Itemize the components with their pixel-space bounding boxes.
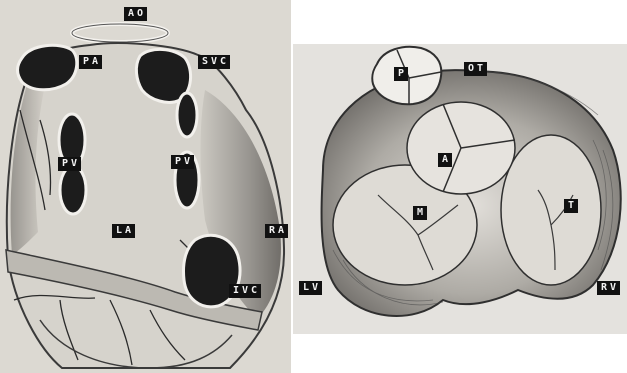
label-t: T xyxy=(564,199,578,213)
label-ot: OT xyxy=(464,62,487,76)
label-svc: SVC xyxy=(198,55,230,69)
valve-view-panel: P OT A M T LV RV xyxy=(293,0,627,373)
label-ivc: IVC xyxy=(229,284,261,298)
pulmonary-vein-right-upper xyxy=(177,93,197,137)
tricuspid-valve xyxy=(501,135,601,285)
pulmonary-artery-opening xyxy=(18,45,77,89)
label-m: M xyxy=(413,206,427,220)
label-ao: AO xyxy=(124,7,147,21)
label-ra: RA xyxy=(265,224,288,238)
label-rv: RV xyxy=(597,281,620,295)
label-pa: PA xyxy=(79,55,102,69)
label-p: P xyxy=(394,67,408,81)
label-pv-left: PV xyxy=(58,157,81,171)
label-pv-right: PV xyxy=(171,155,194,169)
posterior-heart-panel: AO PA SVC PV PV LA RA IVC xyxy=(0,0,293,373)
posterior-heart-drawing xyxy=(0,0,293,373)
pulmonary-vein-left-lower xyxy=(60,166,86,214)
label-a: A xyxy=(438,153,452,167)
valve-view-drawing xyxy=(293,0,627,373)
label-la: LA xyxy=(112,224,135,238)
label-lv: LV xyxy=(299,281,322,295)
